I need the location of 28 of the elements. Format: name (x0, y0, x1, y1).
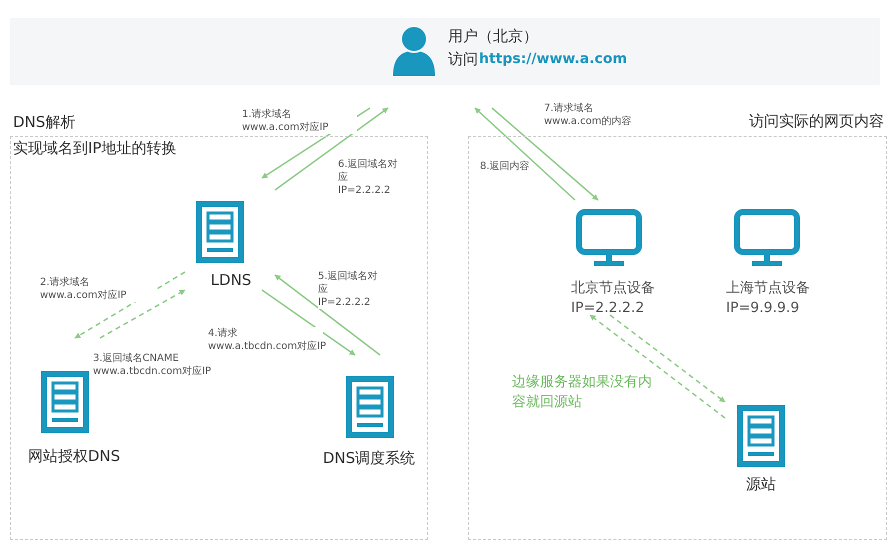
arrow (74, 271, 186, 339)
node-label: LDNS (210, 271, 252, 289)
arrow (492, 107, 598, 201)
arrow (590, 314, 726, 419)
region-heading: DNS解析 (13, 113, 76, 131)
arrow (610, 314, 726, 403)
region-heading: 实现域名到IP地址的转换 (13, 139, 176, 157)
node-label: DNS调度系统 (322, 449, 416, 467)
edge-label: 5.返回域名对应IP=2.2.2.2 (318, 270, 380, 309)
note-text: 边缘服务器如果没有内容就回源站 (512, 373, 653, 412)
node-label: 上海节点设备 (726, 279, 810, 297)
node-label: 源站 (746, 475, 776, 493)
edge-label: 1.请求域名 www.a.com对应IP (242, 108, 357, 134)
node-label: 用户（北京） (448, 27, 538, 46)
node-label: 网站授权DNS (28, 447, 120, 465)
edge-label: 8.返回内容 (480, 160, 530, 173)
node-label: IP=2.2.2.2 (571, 299, 644, 317)
arrow (274, 107, 388, 191)
node-label: 访问 (448, 50, 478, 69)
node-label: 北京节点设备 (571, 279, 655, 297)
region-heading: 访问实际的网页内容 (749, 112, 884, 130)
arrow (262, 289, 356, 356)
edge-label: 2.请求域名 www.a.com对应IP (40, 276, 155, 302)
node-label: IP=9.9.9.9 (726, 299, 800, 317)
arrow (274, 274, 380, 356)
arrow (474, 107, 576, 201)
link-text: https://www.a.com (479, 50, 628, 69)
arrow (100, 289, 186, 339)
